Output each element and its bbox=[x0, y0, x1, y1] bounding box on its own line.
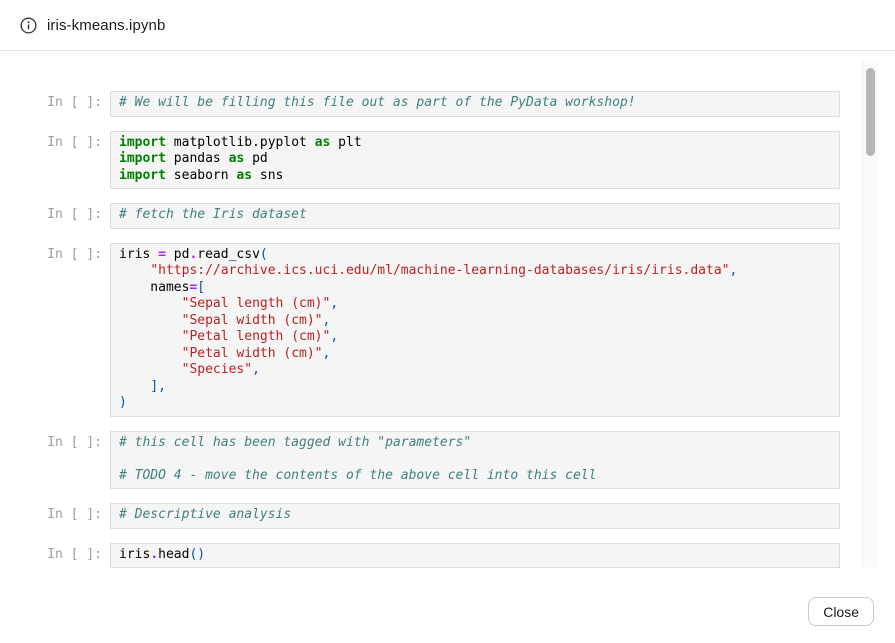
cell-prompt: In [ ]: bbox=[8, 131, 110, 152]
cell-prompt: In [ ]: bbox=[8, 503, 110, 524]
cell-input: # We will be filling this file out as pa… bbox=[110, 91, 840, 117]
notebook-cell: In [ ]:# fetch the Iris dataset bbox=[8, 203, 856, 229]
scrollbar-thumb[interactable] bbox=[866, 68, 875, 156]
cell-input: iris.head() bbox=[110, 543, 840, 569]
cell-input: import matplotlib.pyplot as pltimport pa… bbox=[110, 131, 840, 190]
cell-prompt: In [ ]: bbox=[8, 243, 110, 264]
cell-prompt: In [ ]: bbox=[8, 543, 110, 564]
dialog-header: iris-kmeans.ipynb bbox=[0, 0, 895, 51]
notebook-cells: In [ ]:# We will be filling this file ou… bbox=[8, 91, 856, 568]
file-title: iris-kmeans.ipynb bbox=[47, 17, 165, 34]
cell-prompt: In [ ]: bbox=[8, 203, 110, 224]
cell-input: # Descriptive analysis bbox=[110, 503, 840, 529]
info-icon bbox=[20, 17, 37, 34]
notebook-cell: In [ ]:# this cell has been tagged with … bbox=[8, 431, 856, 490]
notebook-cell: In [ ]:iris = pd.read_csv( "https://arch… bbox=[8, 243, 856, 417]
notebook-cell: In [ ]:import matplotlib.pyplot as pltim… bbox=[8, 131, 856, 190]
notebook-preview: In [ ]:# We will be filling this file ou… bbox=[8, 60, 856, 570]
close-button[interactable]: Close bbox=[808, 597, 874, 626]
notebook-cell: In [ ]:# We will be filling this file ou… bbox=[8, 91, 856, 117]
cell-prompt: In [ ]: bbox=[8, 91, 110, 112]
cell-prompt: In [ ]: bbox=[8, 431, 110, 452]
cell-input: # fetch the Iris dataset bbox=[110, 203, 840, 229]
notebook-cell: In [ ]:iris.head() bbox=[8, 543, 856, 569]
cell-input: # this cell has been tagged with "parame… bbox=[110, 431, 840, 490]
notebook-cell: In [ ]:# Descriptive analysis bbox=[8, 503, 856, 529]
cell-input: iris = pd.read_csv( "https://archive.ics… bbox=[110, 243, 840, 417]
